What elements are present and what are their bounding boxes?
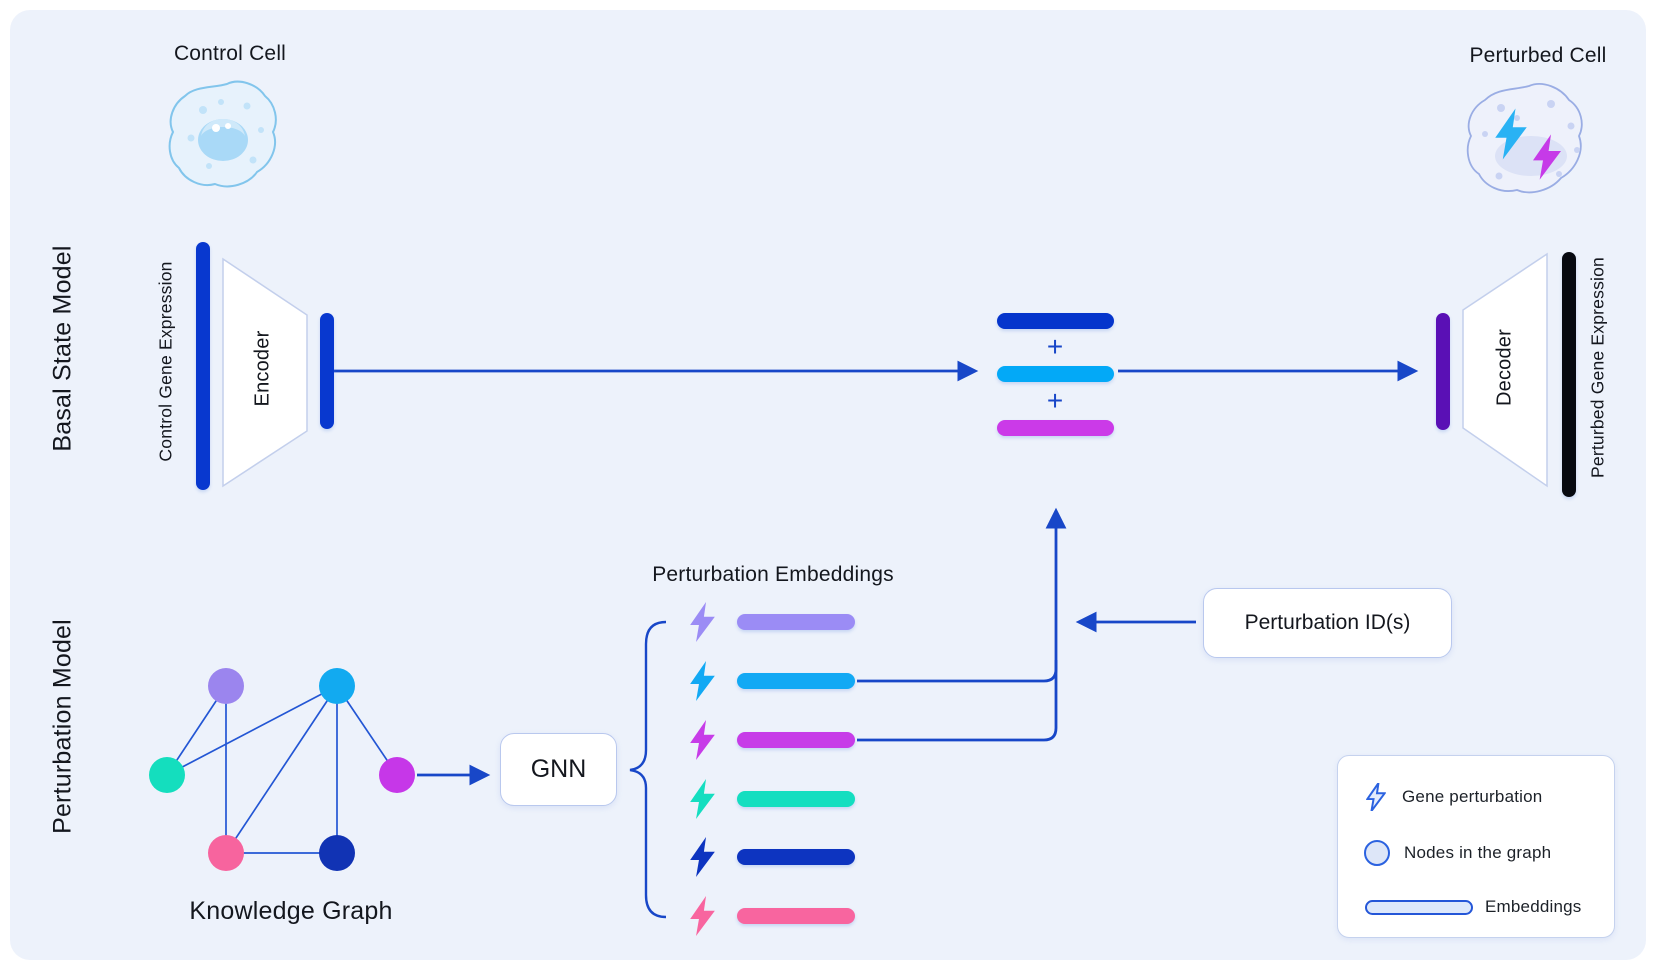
magenta-latent-bar [997,420,1114,436]
decoder-input-bar [1436,313,1450,430]
legend-box: Gene perturbation Nodes in the graph Emb… [1337,755,1615,938]
lightning-bolt-icon [688,720,717,760]
graph-node-purple [208,668,244,704]
embedding-row-teal [688,779,855,819]
embedding-bar [737,908,855,924]
graph-node-magenta [379,757,415,793]
legend-label: Nodes in the graph [1404,843,1552,862]
cyan-latent-bar [997,366,1114,382]
embedding-bar [737,849,855,865]
legend-item-nodes: Nodes in the graph [1364,838,1551,868]
encoder-output-bar [320,313,334,429]
plus-sign: + [1046,385,1064,416]
embedding-bar [737,732,855,748]
embedding-bar [737,673,855,689]
lightning-bolt-icon [688,602,717,642]
embedding-bar-icon [1365,899,1473,915]
embedding-row-dark-blue [688,837,855,877]
legend-item-gene-perturbation: Gene perturbation [1366,782,1542,812]
legend-label: Gene perturbation [1402,787,1543,806]
basal-latent-bar [997,313,1114,329]
knowledge-graph-edges [166,685,398,854]
control-gene-expression-label: Control Gene Expression [155,261,176,462]
graph-node-teal [149,757,185,793]
graph-node-pink [208,835,244,871]
embeddings-brace [629,620,667,919]
embedding-row-purple [688,602,855,642]
perturbed-cell-illustration [1466,83,1583,194]
embedding-row-pink [688,896,855,936]
encoder-label: Encoder [251,330,274,407]
decoder-label: Decoder [1493,329,1516,406]
encoder-trapezoid [222,257,308,488]
perturbation-ids-box: Perturbation ID(s) [1203,588,1452,658]
lightning-bolt-icon [688,661,717,701]
perturbation-model-title: Perturbation Model [48,619,77,834]
lightning-bolt-icon [688,896,717,936]
control-cell-illustration [168,80,277,188]
legend-label: Embeddings [1485,897,1582,916]
perturbed-expression-bar [1562,252,1576,497]
lightning-icon [1366,783,1386,811]
basal-state-model-title: Basal State Model [48,245,77,452]
graph-node-cyan [319,668,355,704]
knowledge-graph-label: Knowledge Graph [189,897,393,925]
embedding-row-cyan [688,661,855,701]
embedding-bar [737,614,855,630]
embedding-bar [737,791,855,807]
control-expression-bar [196,242,210,490]
magenta-embedding-connector [857,660,1058,742]
decoder-trapezoid [1462,252,1548,488]
embedding-row-magenta [688,720,855,760]
lightning-bolt-icon [688,837,717,877]
graph-node-dark-blue [319,835,355,871]
embedding-to-latent-arrow [857,507,1067,683]
lightning-bolt-icon [688,779,717,819]
plus-sign: + [1046,331,1064,362]
perturbed-gene-expression-label: Perturbed Gene Expression [1587,257,1608,478]
perturbed-cell-label: Perturbed Cell [1469,44,1607,67]
perturbation-embeddings-title: Perturbation Embeddings [652,563,894,586]
node-circle-icon [1364,840,1390,866]
legend-item-embeddings: Embeddings [1365,892,1582,922]
gnn-box: GNN [500,733,617,806]
control-cell-label: Control Cell [173,42,287,65]
